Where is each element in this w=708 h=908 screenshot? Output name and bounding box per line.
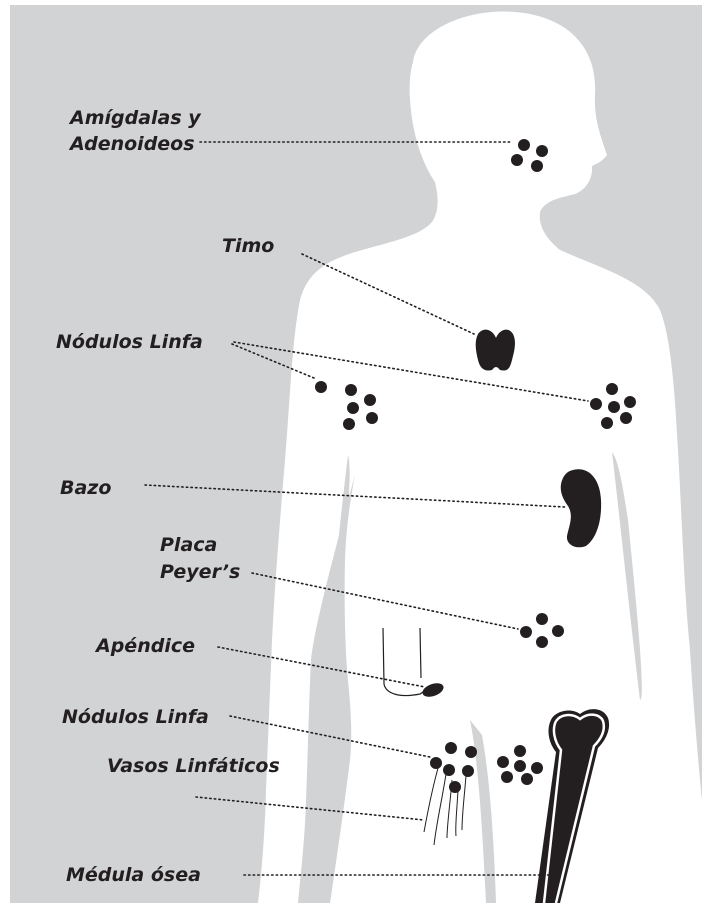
lymph-node-dot	[608, 401, 620, 413]
lymph-node-dot	[531, 762, 543, 774]
lymph-node-dot	[606, 383, 618, 395]
lymph-node-dot	[465, 746, 477, 758]
lymph-node-dot	[462, 765, 474, 777]
lymph-node-dot	[345, 384, 357, 396]
label-peyer-line2: Peyer’s	[160, 560, 240, 584]
lymph-node-dot	[590, 398, 602, 410]
label-tonsils-line2: Adenoideos	[70, 132, 195, 156]
lymph-node-dot	[445, 742, 457, 754]
label-tonsils-line1: Amígdalas y	[70, 106, 201, 130]
label-bone-marrow: Médula ósea	[66, 863, 201, 887]
label-lymph-vessels: Vasos Linfáticos	[107, 754, 280, 778]
lymph-node-dot	[497, 756, 509, 768]
label-lymph-nodes-lower: Nódulos Linfa	[62, 705, 209, 729]
label-appendix: Apéndice	[96, 634, 195, 658]
lymph-node-dot	[624, 396, 636, 408]
peyer-dot	[536, 613, 548, 625]
lymph-node-dot	[521, 773, 533, 785]
tonsil-dot	[536, 145, 548, 157]
lymph-node-dot	[347, 402, 359, 414]
peyer-dot	[536, 636, 548, 648]
lymph-node-dot	[315, 381, 327, 393]
label-spleen: Bazo	[60, 476, 111, 500]
label-peyer-line1: Placa	[160, 533, 217, 557]
lymph-node-dot	[514, 745, 526, 757]
lymph-node-dot	[343, 418, 355, 430]
tonsil-dot	[531, 160, 543, 172]
lymph-node-dot	[501, 771, 513, 783]
label-lymph-nodes-upper: Nódulos Linfa	[56, 330, 203, 354]
peyer-dot	[520, 626, 532, 638]
lymph-node-dot	[364, 394, 376, 406]
lymph-node-dot	[620, 412, 632, 424]
tonsil-dot	[511, 154, 523, 166]
tonsil-dot	[518, 139, 530, 151]
peyer-dot	[552, 625, 564, 637]
lymph-node-dot	[366, 412, 378, 424]
lymph-node-dot	[514, 760, 526, 772]
lymph-node-dot	[443, 764, 455, 776]
lymph-node-dot	[601, 417, 613, 429]
label-thymus: Timo	[222, 234, 274, 258]
lymph-node-dot	[430, 757, 442, 769]
